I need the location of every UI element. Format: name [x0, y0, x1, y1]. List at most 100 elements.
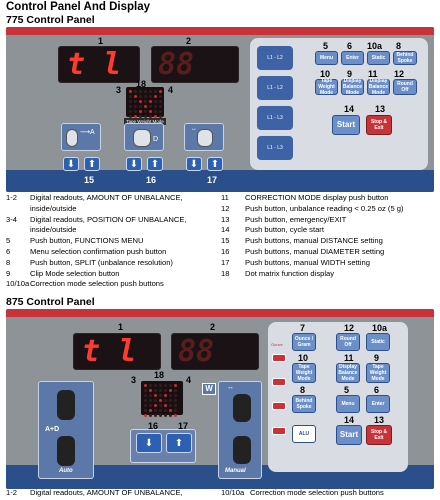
- dot-led: [134, 100, 137, 103]
- width-increase-button[interactable]: ⬆: [207, 157, 223, 171]
- callout-4: 4: [168, 85, 174, 95]
- dot-led: [154, 414, 157, 417]
- readout-left: t l: [58, 46, 140, 83]
- width-decrease-button[interactable]: ⬇: [186, 157, 202, 171]
- dot-led: [174, 394, 177, 397]
- dot-matrix-display: [141, 381, 183, 417]
- start-button[interactable]: Start: [332, 115, 360, 135]
- round-off-button[interactable]: Round Off: [336, 333, 360, 351]
- callout-9: 9: [347, 69, 353, 79]
- w-badge: W: [202, 383, 216, 395]
- stop-exit-button[interactable]: Stop & Exit: [366, 115, 392, 135]
- wheel-icon: [233, 394, 251, 422]
- ounce-gram-button[interactable]: Ounce / Gram: [292, 333, 316, 351]
- dot-led: [154, 100, 157, 103]
- enter-button[interactable]: Enter: [366, 395, 390, 413]
- round-off-button[interactable]: Round Off: [393, 79, 417, 95]
- callout-6: 6: [347, 41, 353, 51]
- clip-mode-button-4[interactable]: L1 - L3: [256, 135, 294, 161]
- tape-weight-mode-button[interactable]: Tape Weight Mode: [292, 363, 316, 383]
- page-heading: Control Panel And Display: [6, 1, 150, 13]
- callout-2: 2: [210, 322, 216, 332]
- dot-led: [159, 115, 162, 118]
- stop-exit-button[interactable]: Stop & Exit: [366, 425, 392, 445]
- clip-mode-button-1[interactable]: L1 - L2: [256, 45, 294, 71]
- callout-10a: 10a: [372, 323, 388, 333]
- wheel-icon: [57, 390, 75, 420]
- clip-mode-button-2[interactable]: L1 - L2: [256, 75, 294, 101]
- dot-led: [169, 409, 172, 412]
- behind-spoke-button[interactable]: Behind Spoke: [393, 51, 417, 65]
- dot-led: [164, 404, 167, 407]
- dot-led: [159, 409, 162, 412]
- dot-led: [129, 110, 132, 113]
- dot-led: [144, 100, 147, 103]
- dot-led: [144, 414, 147, 417]
- clip-mode-button-3[interactable]: L1 - L3: [256, 105, 294, 131]
- dot-led: [134, 105, 137, 108]
- tape-weight-mode-button[interactable]: Tape Weight Mode: [315, 78, 338, 96]
- readout-left-value: t l: [67, 47, 122, 82]
- wheel-icon: [197, 129, 213, 147]
- ounce-indicator-label: Ounce: [271, 342, 283, 347]
- arrow-up-icon: ⬆: [210, 158, 220, 170]
- dot-led: [149, 409, 152, 412]
- dot-led: [154, 95, 157, 98]
- display-balance-mode-button[interactable]: Display Balance Mode: [367, 78, 390, 96]
- diameter-increase-button[interactable]: ⬆: [147, 157, 163, 171]
- clip-mode-select-button[interactable]: Display Balance Mode: [341, 78, 364, 96]
- enter-button[interactable]: Enter: [341, 51, 364, 65]
- dot-led: [159, 90, 162, 93]
- callout-16: 16: [148, 421, 159, 431]
- readout-right-value: 88: [158, 47, 195, 82]
- display-balance-mode-button[interactable]: Display Balance Mode: [336, 363, 360, 383]
- static-button[interactable]: Static: [367, 51, 390, 65]
- manual-label: Manual: [225, 468, 246, 474]
- dot-led: [144, 399, 147, 402]
- dot-led: [129, 100, 132, 103]
- manual-box: ↔ Manual: [218, 381, 262, 479]
- dot-led: [154, 389, 157, 392]
- dot-led: [129, 115, 132, 118]
- dot-led: [154, 110, 157, 113]
- diameter-decrease-button[interactable]: ⬇: [136, 433, 162, 453]
- callout-2: 2: [186, 36, 192, 46]
- dot-led: [129, 95, 132, 98]
- indicator-led: [272, 427, 286, 435]
- width-increase-button[interactable]: ⬆: [166, 433, 192, 453]
- panel-875-title: 875 Control Panel: [6, 296, 95, 308]
- callout-18: 18: [154, 370, 165, 380]
- start-button[interactable]: Start: [336, 425, 362, 445]
- dot-led: [129, 105, 132, 108]
- behind-spoke-button[interactable]: Behind Spoke: [292, 395, 316, 413]
- diameter-decrease-button[interactable]: ⬇: [126, 157, 142, 171]
- dot-led: [144, 409, 147, 412]
- distance-decrease-button[interactable]: ⬇: [63, 157, 79, 171]
- dot-led: [149, 110, 152, 113]
- dot-led: [154, 394, 157, 397]
- dot-led: [139, 95, 142, 98]
- menu-button[interactable]: Menu: [315, 51, 338, 65]
- dot-led: [164, 389, 167, 392]
- dot-led: [169, 389, 172, 392]
- distance-increase-button[interactable]: ⬆: [84, 157, 100, 171]
- clip-mode-select-button[interactable]: Tape Weight Mode: [366, 363, 390, 383]
- dot-led: [139, 90, 142, 93]
- dot-led: [139, 100, 142, 103]
- auto-box: A+D Auto: [38, 381, 94, 479]
- alu-button[interactable]: ALU: [292, 425, 316, 443]
- dot-led: [169, 394, 172, 397]
- dot-led: [149, 404, 152, 407]
- menu-button[interactable]: Menu: [336, 395, 360, 413]
- red-stripe: [6, 309, 434, 317]
- dot-led: [149, 115, 152, 118]
- callout-12: 12: [394, 69, 405, 79]
- callout-11: 11: [344, 353, 354, 363]
- dot-led: [159, 95, 162, 98]
- dot-led: [149, 399, 152, 402]
- static-button[interactable]: Static: [366, 333, 390, 351]
